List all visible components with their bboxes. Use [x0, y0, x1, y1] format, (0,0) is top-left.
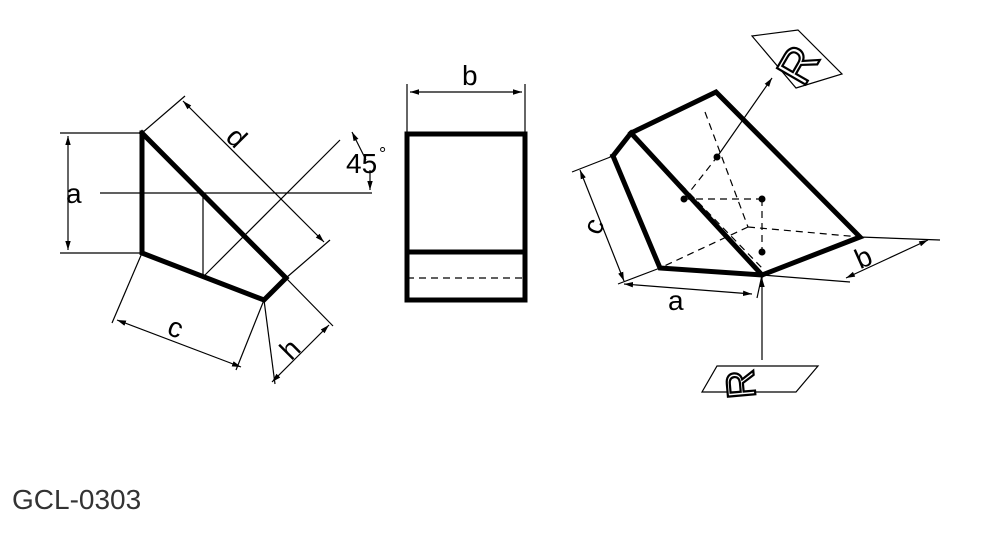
iso-label-c: c [576, 214, 610, 239]
front-view: b [404, 60, 528, 303]
iso-point-4 [758, 248, 766, 256]
label-angle: 45 [346, 148, 377, 179]
label-degree: ° [379, 144, 386, 164]
dim-h-line [271, 324, 330, 383]
angle-arrow-up [351, 131, 367, 161]
dim-d-ext-bottom [285, 239, 331, 279]
dim-c-line [116, 319, 242, 368]
label-h: h [274, 333, 307, 366]
iso-hidden-ray-c [683, 156, 718, 200]
side-view-reflected-ray [202, 139, 341, 278]
iso-edge-1 [627, 129, 766, 279]
part-number: GCL-0303 [12, 484, 142, 515]
label-c: c [164, 311, 188, 345]
dim-c-ext-right [235, 299, 265, 371]
iso-point-2 [680, 195, 688, 203]
iso-label-a: a [668, 285, 684, 316]
front-view-outline [404, 131, 528, 303]
label-a: a [66, 178, 82, 209]
iso-dim-a-line [623, 282, 753, 296]
output-image-card [750, 29, 844, 89]
iso-dim-b-ext [859, 236, 941, 241]
iso-point-3 [758, 195, 766, 203]
dim-h-ext-bottom [263, 299, 276, 385]
input-image-glyph: R [718, 368, 764, 401]
iso-dim-a-ext [756, 274, 763, 299]
dim-h-ext-top [285, 277, 334, 327]
side-view: a d 45 ° c h [60, 95, 386, 385]
isometric-view: c a b R R [571, 29, 941, 402]
iso-dim-c-ext-bottom [617, 267, 661, 285]
iso-dim-c-ext-top [571, 155, 614, 173]
dim-d-ext-top [141, 95, 186, 134]
input-image-card [700, 365, 820, 393]
iso-hidden-2 [704, 111, 749, 228]
dim-c-ext-left [111, 252, 143, 324]
dim-d-line [182, 100, 325, 243]
iso-hidden-4 [659, 226, 749, 269]
iso-dim-b-line [845, 239, 929, 279]
iso-hidden-3 [747, 226, 861, 238]
label-d: d [220, 121, 253, 154]
iso-dim-c-line [579, 169, 625, 282]
side-view-outline [138, 129, 290, 303]
label-b: b [462, 60, 478, 91]
iso-hidden-1 [630, 132, 763, 269]
iso-label-b: b [850, 240, 877, 275]
iso-output-ray [716, 77, 773, 158]
iso-dim-b-ext-2 [761, 274, 851, 283]
